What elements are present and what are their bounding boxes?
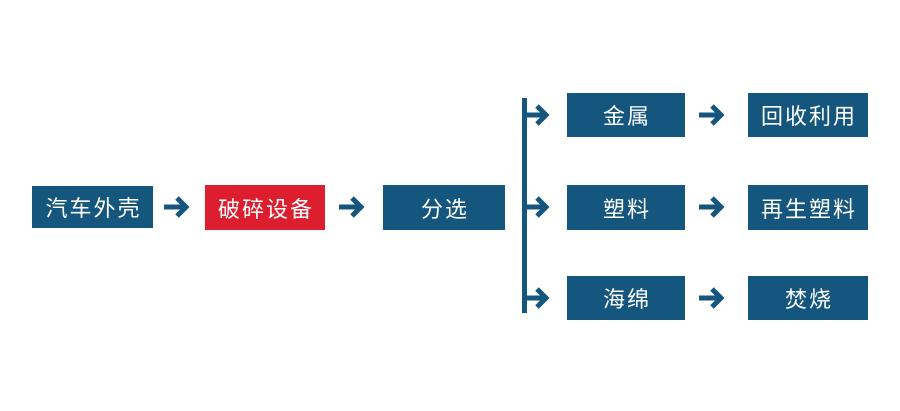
node-sponge: 海绵: [567, 276, 685, 320]
arrow-right-icon: [164, 196, 190, 218]
node-incineration: 焚烧: [748, 276, 868, 320]
node-crushing-equipment: 破碎设备: [205, 185, 325, 230]
node-recycling: 回收利用: [748, 93, 868, 137]
node-car-shell: 汽车外壳: [32, 186, 153, 228]
arrow-right-icon: [699, 287, 725, 309]
arrow-right-icon: [339, 196, 365, 218]
node-recycled-plastic: 再生塑料: [748, 185, 868, 230]
arrow-right-icon: [524, 287, 550, 309]
arrow-right-icon: [699, 196, 725, 218]
node-sorting: 分选: [383, 185, 505, 230]
node-plastic: 塑料: [567, 185, 685, 230]
arrow-right-icon: [699, 104, 725, 126]
arrow-right-icon: [524, 196, 550, 218]
node-metal: 金属: [567, 93, 685, 137]
arrow-right-icon: [524, 104, 550, 126]
